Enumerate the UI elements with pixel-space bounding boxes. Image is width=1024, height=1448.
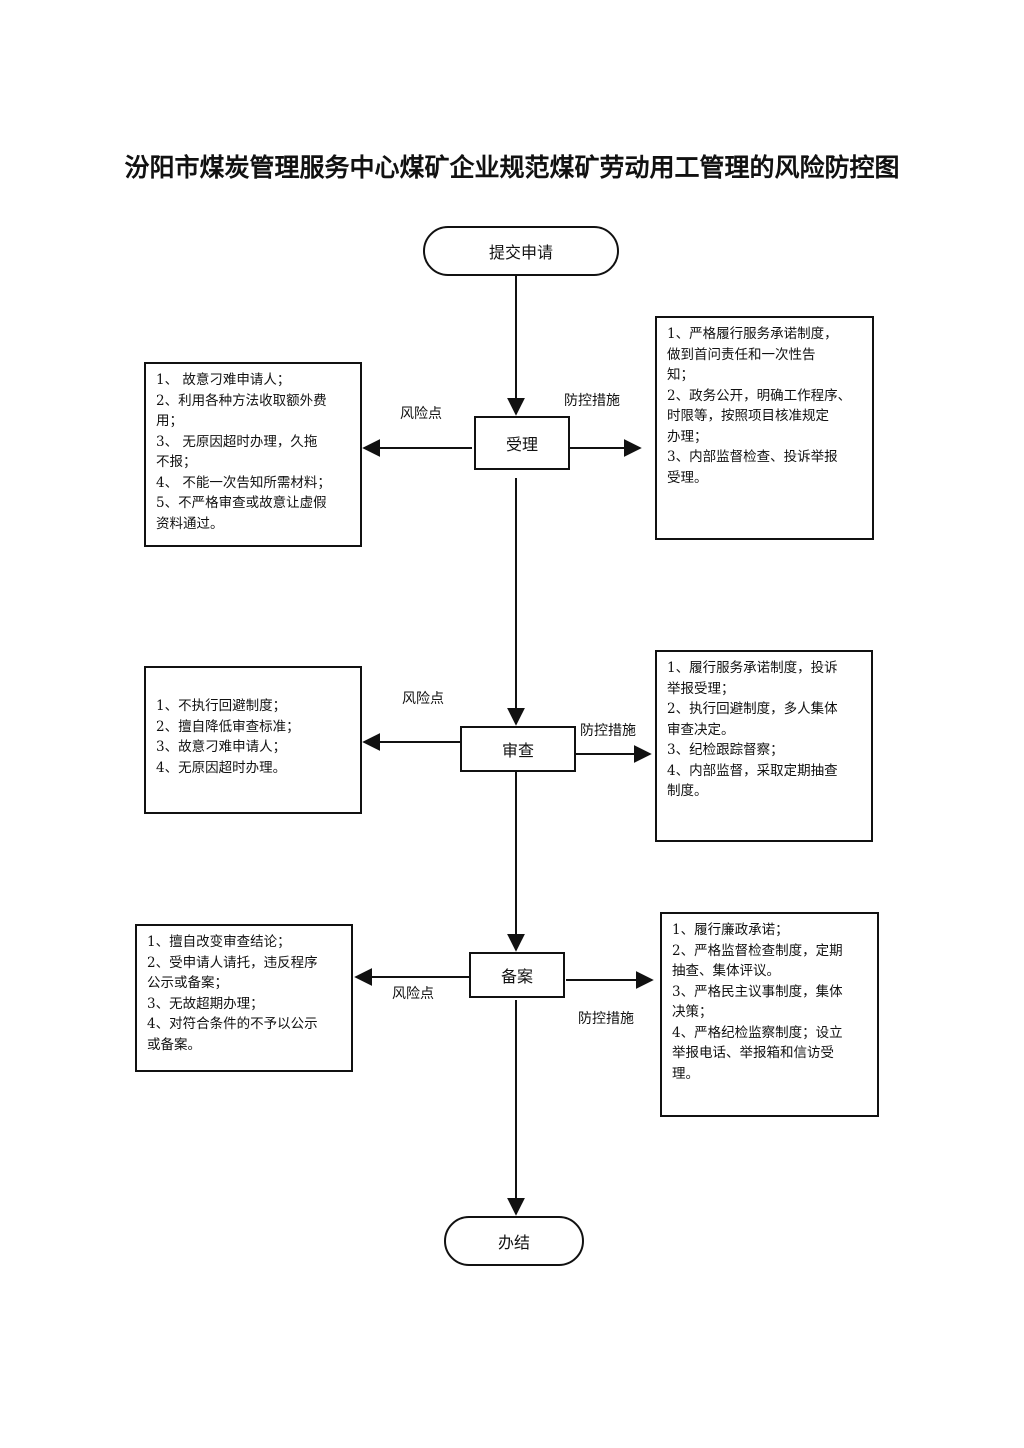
review-risks-box: 1、不执行回避制度； 2、擅自降低审查标准； 3、故意刁难申请人； 4、无原因超… (144, 666, 362, 814)
control-item: 1、履行廉政承诺； (672, 922, 789, 938)
review-controls-box: 1、履行服务承诺制度，投诉 举报受理； 2、执行回避制度，多人集体 审查决定。 … (655, 650, 873, 842)
review-control-label: 防控措施 (580, 723, 636, 739)
review-node: 审查 (460, 726, 576, 772)
risk-item: 5、不严格审查或故意让虚假 (156, 495, 327, 511)
control-item: 抽查、集体评议。 (672, 963, 780, 979)
control-item: 时限等，按照项目核准规定 (667, 408, 829, 424)
risk-item: 1、不执行回避制度； (156, 698, 287, 714)
control-item: 受理。 (667, 469, 708, 486)
control-item: 3、严格民主议事制度，集体 (672, 983, 843, 1000)
accept-node: 受理 (474, 416, 570, 470)
control-item: 审查决定。 (667, 721, 735, 738)
risk-item: 1、 故意刁难申请人； (156, 372, 291, 388)
control-item: 举报电话、举报箱和信访受 (672, 1045, 834, 1061)
control-item: 3、纪检跟踪督察； (667, 742, 784, 758)
risk-item: 4、 不能一次告知所需材料； (156, 474, 331, 491)
accept-risks-box: 1、 故意刁难申请人； 2、利用各种方法收取额外费 用； 3、 无原因超时办理，… (144, 362, 362, 547)
control-item: 2、执行回避制度，多人集体 (667, 701, 838, 717)
risk-item: 1、擅自改变审查结论； (147, 934, 291, 950)
control-item: 决策； (672, 1004, 713, 1020)
risk-item: 3、 无原因超时办理，久拖 (156, 433, 318, 450)
risk-item: 公示或备案； (147, 975, 228, 991)
accept-control-label: 防控措施 (564, 393, 620, 409)
risk-item: 4、无原因超时办理。 (156, 759, 287, 776)
file-risk-label: 风险点 (392, 986, 434, 1002)
control-item: 举报受理； (667, 680, 735, 697)
control-item: 理。 (672, 1065, 699, 1082)
control-item: 制度。 (667, 783, 708, 799)
control-item: 1、履行服务承诺制度，投诉 (667, 660, 838, 676)
control-item: 4、内部监督，采取定期抽查 (667, 762, 838, 779)
control-item: 4、严格纪检监察制度；设立 (672, 1024, 843, 1041)
end-node: 办结 (444, 1216, 584, 1266)
control-item: 2、严格监督检查制度，定期 (672, 942, 843, 959)
control-item: 办理； (667, 428, 708, 445)
file-controls-box: 1、履行廉政承诺； 2、严格监督检查制度，定期 抽查、集体评议。 3、严格民主议… (660, 912, 879, 1117)
control-item: 1、严格履行服务承诺制度， (667, 326, 838, 342)
risk-item: 4、对符合条件的不予以公示 (147, 1016, 318, 1032)
risk-item: 2、擅自降低审查标准； (156, 718, 300, 735)
risk-item: 2、受申请人请托，违反程序 (147, 954, 318, 971)
risk-item: 3、无故超期办理； (147, 995, 264, 1012)
risk-item: 不报； (156, 454, 197, 470)
file-node: 备案 (469, 952, 565, 998)
file-risks-box: 1、擅自改变审查结论； 2、受申请人请托，违反程序 公示或备案； 3、无故超期办… (135, 924, 353, 1072)
risk-item: 3、故意刁难申请人； (156, 739, 287, 755)
risk-item: 或备案。 (147, 1036, 201, 1053)
risk-item: 资料通过。 (156, 515, 224, 532)
page-title: 汾阳市煤炭管理服务中心煤矿企业规范煤矿劳动用工管理的风险防控图 (124, 153, 900, 182)
review-risk-label: 风险点 (402, 691, 444, 707)
risk-item: 用； (156, 413, 183, 429)
control-item: 3、内部监督检查、投诉举报 (667, 449, 838, 465)
file-control-label: 防控措施 (578, 1011, 634, 1027)
control-item: 2、政务公开，明确工作程序、 (667, 387, 852, 404)
control-item: 知； (667, 367, 694, 383)
start-node: 提交申请 (423, 226, 619, 276)
control-item: 做到首问责任和一次性告 (667, 346, 816, 363)
accept-controls-box: 1、严格履行服务承诺制度， 做到首问责任和一次性告 知； 2、政务公开，明确工作… (655, 316, 874, 540)
risk-item: 2、利用各种方法收取额外费 (156, 392, 327, 409)
accept-risk-label: 风险点 (400, 406, 442, 422)
